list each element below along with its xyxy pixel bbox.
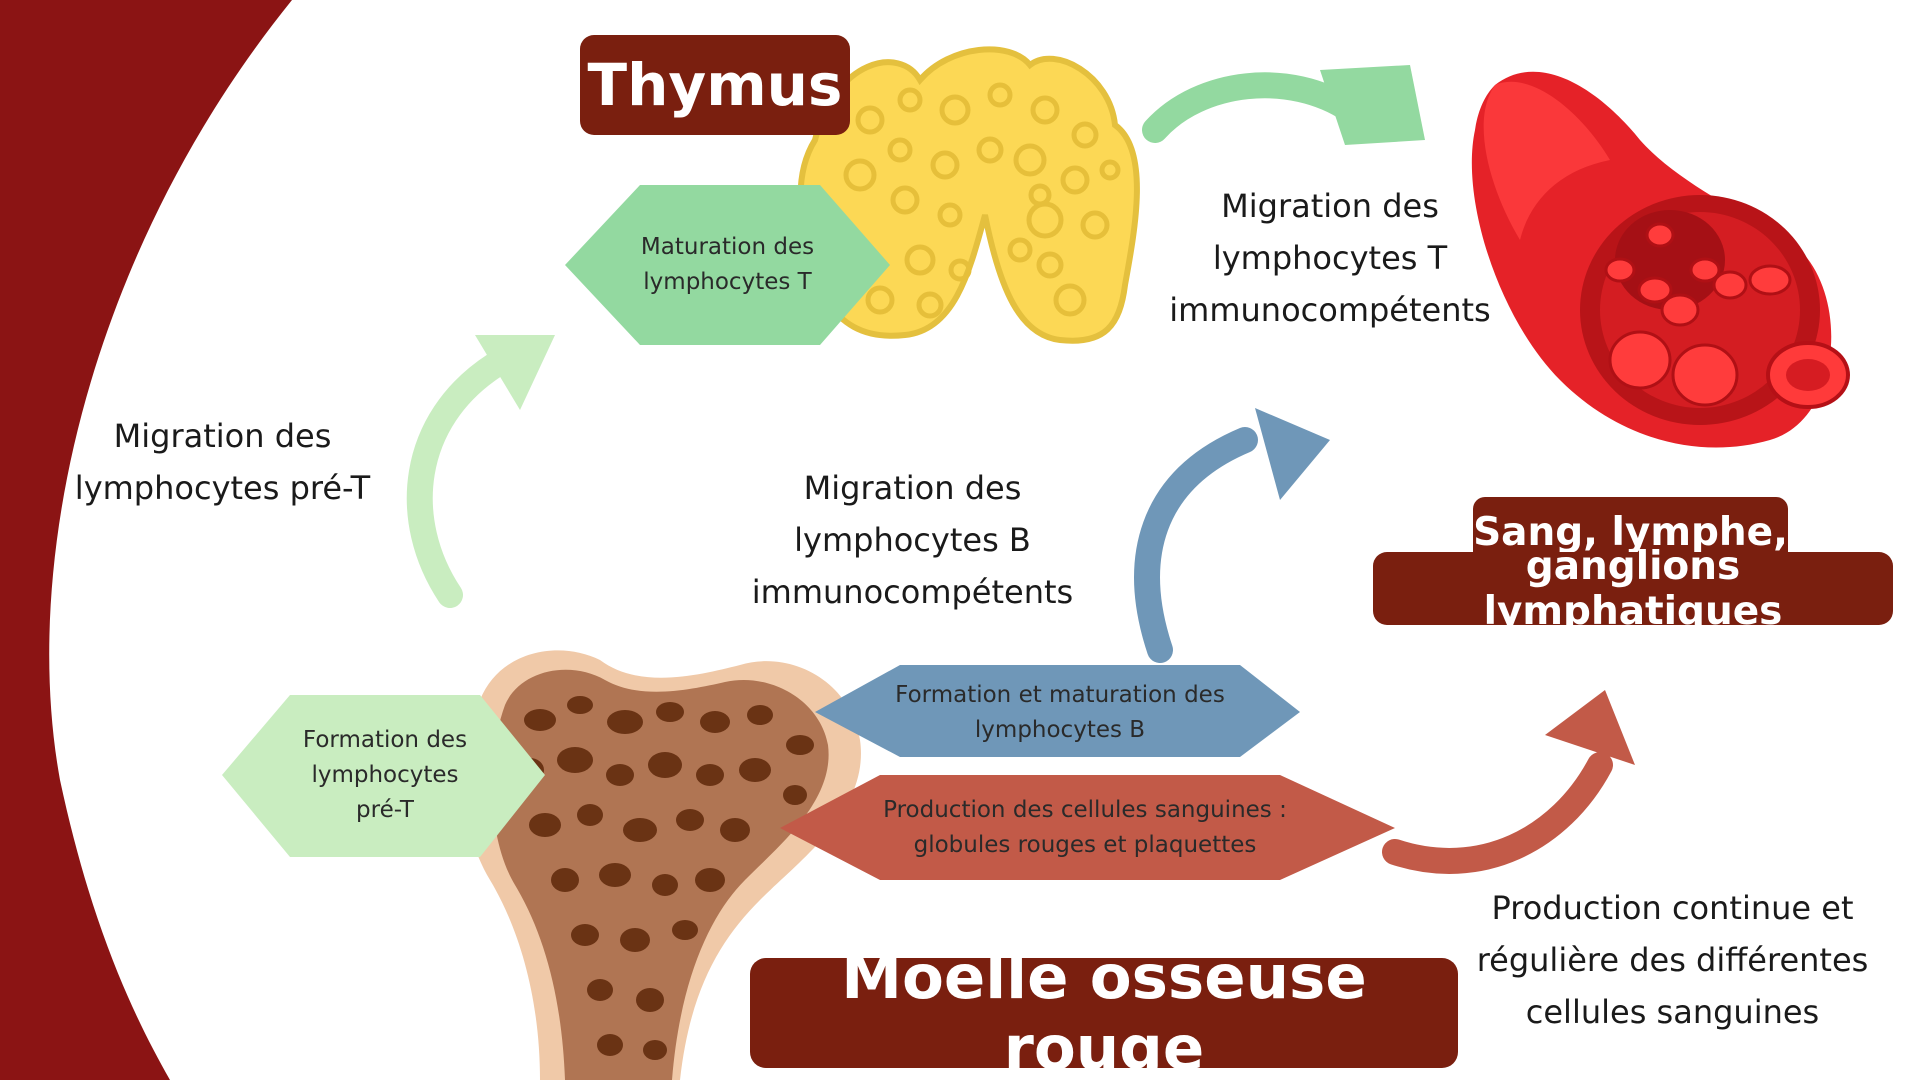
title-sang-lymphe: Sang, lymphe, ganglions lymphatiques	[1373, 497, 1893, 634]
hexagon-formation-pre-t-text: Formation des lymphocytes pré-T	[302, 726, 468, 823]
hexagon-formation-b	[815, 665, 1300, 757]
hexagon-production-sang-text: Production des cellules sanguines : glob…	[883, 796, 1287, 858]
bone-illustration	[463, 650, 861, 1080]
arrow-pre-t-to-thymus	[406, 335, 555, 608]
hexagon-maturation-t	[565, 185, 890, 345]
arrow-bone-to-blood	[1382, 690, 1635, 874]
hexagon-formation-pre-t	[222, 695, 545, 857]
hexagon-formation-b-text: Formation et maturation des lymphocytes …	[895, 681, 1225, 743]
title-moelle-osseuse: Moelle osseuse rouge	[750, 942, 1458, 1080]
background-band	[0, 0, 292, 1080]
title-thymus: Thymus	[580, 35, 850, 135]
hexagon-maturation-t-text: Maturation des lymphocytes T	[640, 234, 815, 295]
blood-vessel-illustration	[1471, 71, 1850, 448]
hexagon-production-sang	[780, 775, 1395, 880]
label-migration-pre-t: Migration des lymphocytes pré-T	[74, 417, 371, 507]
label-migration-t: Migration des lymphocytes T immunocompét…	[1169, 187, 1491, 329]
label-migration-b: Migration des lymphocytes B immunocompét…	[751, 469, 1074, 611]
title-sang-line2: ganglions lymphatiques	[1373, 544, 1893, 634]
arrow-b-to-blood	[1134, 408, 1330, 663]
arrow-thymus-to-blood	[1142, 65, 1425, 145]
label-production-continue: Production continue et régulière des dif…	[1476, 889, 1869, 1031]
